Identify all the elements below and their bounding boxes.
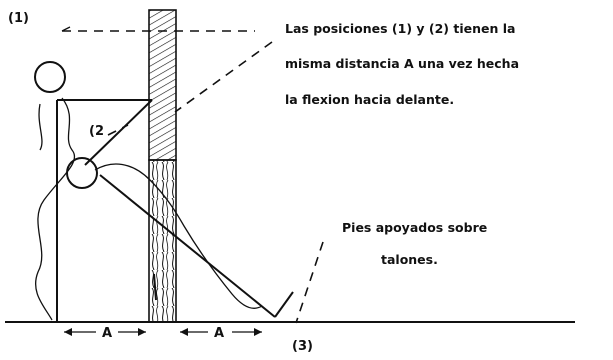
label-position-1: (1) bbox=[8, 11, 29, 26]
distance-marker-left bbox=[64, 328, 146, 336]
label-distance-right: A bbox=[214, 326, 224, 341]
pointer-pos1-arrow bbox=[61, 26, 71, 32]
feet-caption-line-1: Pies apoyados sobre bbox=[342, 220, 487, 235]
pointer-caption bbox=[174, 41, 273, 113]
pointer-pos2 bbox=[107, 124, 129, 136]
distance-marker-right bbox=[180, 328, 262, 336]
caption-line-2: misma distancia A una vez hecha bbox=[285, 56, 519, 71]
caption-line-1: Las posiciones (1) y (2) tienen la bbox=[285, 21, 515, 36]
figure-bending bbox=[66, 99, 294, 318]
figure-standing bbox=[34, 61, 152, 322]
label-position-2: (2 bbox=[89, 124, 104, 139]
wooden-board bbox=[148, 9, 177, 323]
label-position-3: (3) bbox=[292, 339, 313, 354]
feet-caption-line-2: talones. bbox=[381, 252, 438, 267]
caption-line-3: la flexion hacia delante. bbox=[285, 92, 454, 107]
label-distance-left: A bbox=[102, 326, 112, 341]
pointer-feet bbox=[295, 241, 324, 324]
